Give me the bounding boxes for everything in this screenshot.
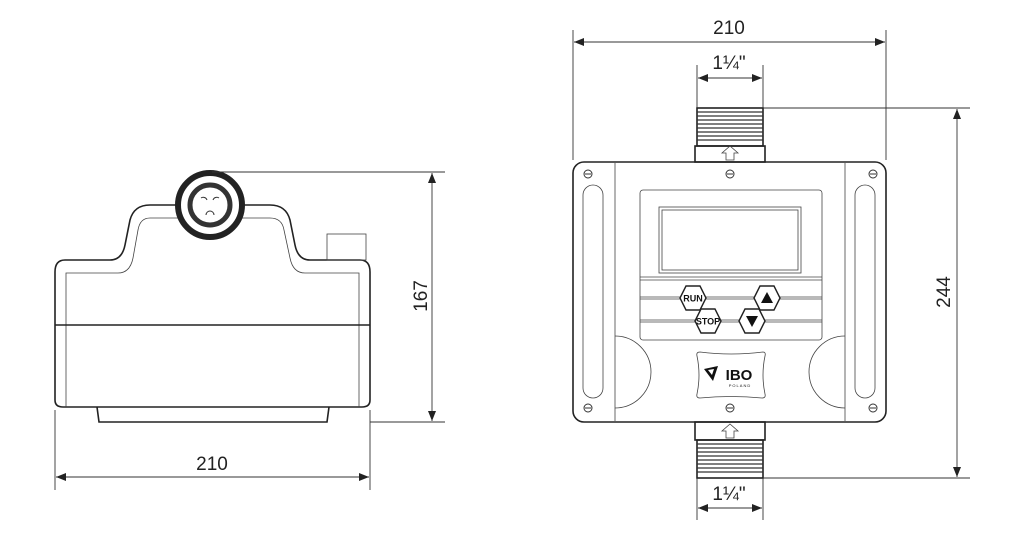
side-slot-left: [582, 184, 604, 399]
side-height-label: 167: [411, 280, 432, 312]
ibo-logo: IBO POLAND: [696, 351, 766, 399]
svg-text:POLAND: POLAND: [729, 383, 751, 388]
stop-button: STOP: [694, 308, 722, 334]
side-width-label: 210: [196, 454, 228, 475]
run-button: RUN: [679, 285, 707, 311]
front-width-label: 210: [713, 18, 745, 39]
outlet-label: 1¼": [712, 484, 745, 505]
flow-arrow-icon: [720, 145, 740, 161]
svg-text:STOP: STOP: [696, 317, 720, 327]
port-ring-inner: [187, 182, 233, 228]
display-screen: [658, 206, 802, 274]
screw-icon: [868, 403, 878, 413]
side-body-outline: [54, 204, 371, 408]
up-arrow-icon: [761, 292, 773, 303]
up-button: [753, 285, 781, 311]
logo-mark-icon: [704, 366, 718, 381]
outlet-pipe: [694, 421, 766, 479]
front-view: RUN STOP IBO POLAND 210 1¼" 244: [572, 18, 970, 520]
screw-icon: [868, 169, 878, 179]
down-arrow-icon: [746, 316, 758, 327]
flow-arrow-icon: [720, 423, 740, 439]
screw-icon: [725, 169, 735, 179]
side-slot-right: [854, 184, 876, 399]
screws: [583, 169, 878, 413]
side-connector-box: [326, 233, 367, 261]
screw-icon: [583, 403, 593, 413]
down-button: [738, 308, 766, 334]
side-base: [96, 406, 330, 423]
side-view: 167 210: [54, 170, 445, 490]
inlet-label: 1¼": [712, 53, 745, 74]
front-body-outline: [572, 161, 887, 423]
front-height-label: 244: [934, 276, 955, 308]
screw-icon: [725, 403, 735, 413]
inlet-pipe: [694, 107, 766, 163]
svg-text:RUN: RUN: [683, 294, 703, 304]
svg-text:IBO: IBO: [726, 367, 753, 384]
control-panel: [639, 189, 823, 341]
screw-icon: [583, 169, 593, 179]
